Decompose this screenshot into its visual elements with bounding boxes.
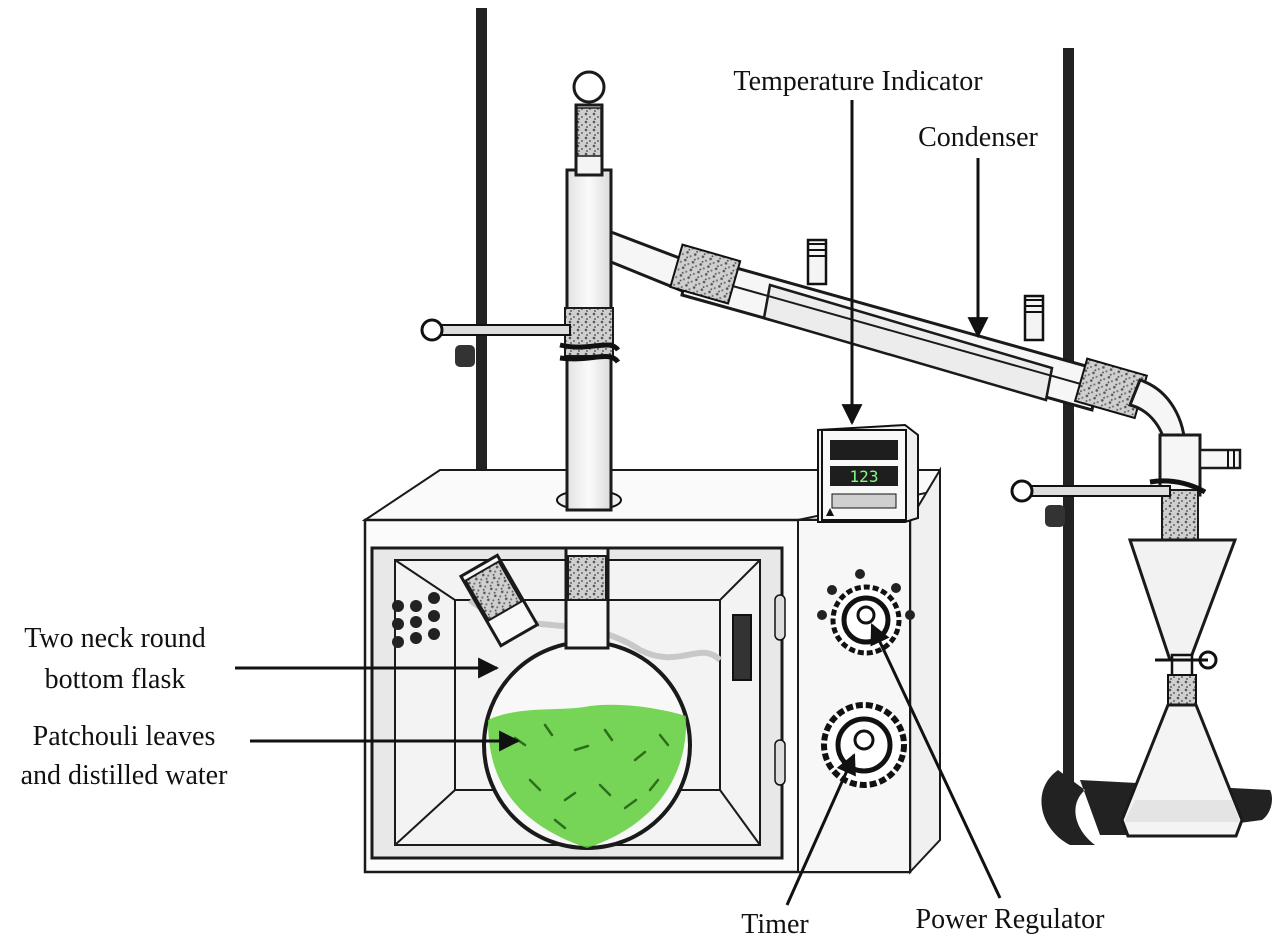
- oven-vent-holes: [392, 592, 440, 648]
- condenser-inlet-joint: [669, 243, 742, 305]
- arrow-timer: [785, 753, 856, 906]
- separating-funnel: [1127, 538, 1238, 662]
- control-panel: [797, 519, 911, 873]
- distillation-column: [556, 70, 622, 512]
- column-stopper-joint: [576, 107, 602, 157]
- indicator-readout: 123: [850, 467, 879, 486]
- two-neck-flask: [458, 546, 692, 850]
- oven-side: [909, 466, 941, 875]
- arrow-power-regulator: [870, 623, 1002, 899]
- label-leaves-line1: Patchouli leaves: [33, 721, 216, 752]
- indicator-upper-display: [830, 440, 898, 460]
- indicator-lower-display: [830, 466, 898, 486]
- label-temperature-indicator: Temperature Indicator: [733, 66, 983, 97]
- cavity-perspective: [394, 559, 761, 846]
- patchouli-leaves: [488, 704, 687, 848]
- label-power-regulator: Power Regulator: [916, 904, 1106, 935]
- flask-side-joint: [464, 560, 523, 622]
- label-flask-line1: Two neck round: [24, 623, 206, 654]
- door-handle: [732, 614, 752, 681]
- left-stand-rod: [476, 8, 487, 470]
- timer-knob[interactable]: [821, 702, 907, 788]
- label-flask-line2: bottom flask: [45, 664, 186, 695]
- flask-center-joint: [567, 555, 607, 601]
- label-condenser: Condenser: [918, 122, 1038, 153]
- label-timer: Timer: [741, 909, 809, 940]
- annotation-arrows: [235, 100, 1002, 906]
- label-leaves-line2: and distilled water: [21, 760, 229, 791]
- leaf-speckles: [513, 723, 670, 830]
- temperature-indicator-device: 123: [817, 423, 919, 523]
- right-stand-rod: [1063, 48, 1074, 808]
- column-clamp: [420, 318, 621, 367]
- column-stopper: [572, 70, 606, 104]
- receiver-assembly: [1010, 378, 1244, 838]
- condenser-tube: [669, 238, 1149, 420]
